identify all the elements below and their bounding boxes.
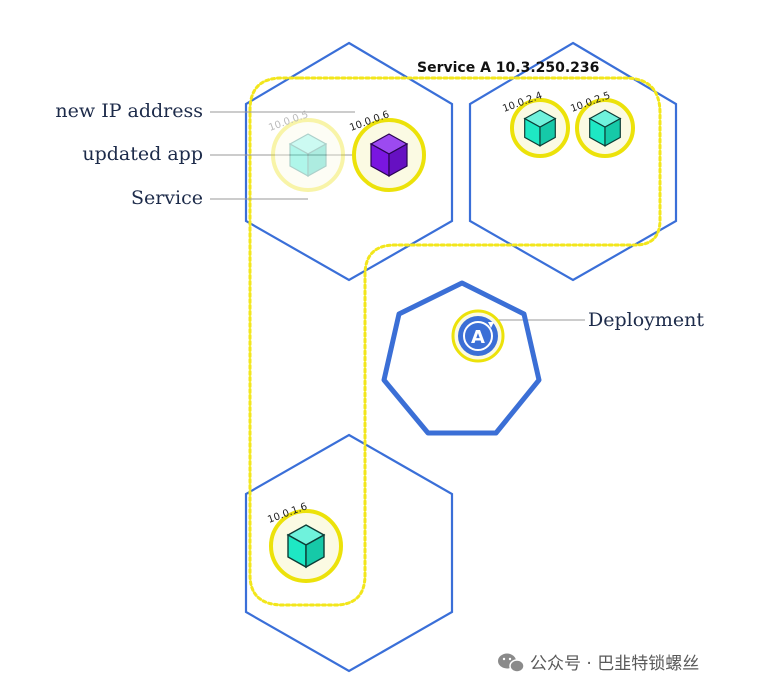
refresh-icon bbox=[463, 321, 493, 351]
pod-node3 bbox=[269, 509, 343, 583]
cube-icon bbox=[286, 524, 326, 569]
pod-old bbox=[271, 118, 345, 192]
pod-node2-b bbox=[575, 98, 635, 158]
service-title: Service A 10.3.250.236 bbox=[417, 60, 599, 76]
service-boundary bbox=[248, 76, 662, 607]
deployment-badge: A bbox=[451, 309, 505, 363]
pod-new bbox=[352, 118, 426, 192]
node-1-hexagon bbox=[244, 41, 454, 282]
cube-icon bbox=[523, 109, 557, 147]
new-ip-label: new IP address bbox=[55, 100, 203, 122]
cube-icon bbox=[369, 133, 409, 178]
deployment-label: Deployment bbox=[588, 309, 704, 331]
node-3-hexagon bbox=[244, 433, 454, 673]
deployment-heptagon bbox=[381, 280, 542, 436]
svg-text:公众号 · 巴韭特锁螺丝: 公众号 · 巴韭特锁螺丝 bbox=[530, 654, 699, 674]
node-2-hexagon bbox=[468, 41, 678, 282]
wechat-icon bbox=[498, 653, 525, 673]
watermark: 公众号 · 巴韭特锁螺丝 bbox=[498, 653, 699, 674]
deployment-badge-letter: A bbox=[471, 327, 485, 348]
pod-node2-a bbox=[510, 98, 570, 158]
cube-icon bbox=[288, 133, 328, 178]
updated-app-label: updated app bbox=[82, 143, 203, 165]
cube-icon bbox=[588, 109, 622, 147]
service-label: Service bbox=[131, 187, 203, 209]
